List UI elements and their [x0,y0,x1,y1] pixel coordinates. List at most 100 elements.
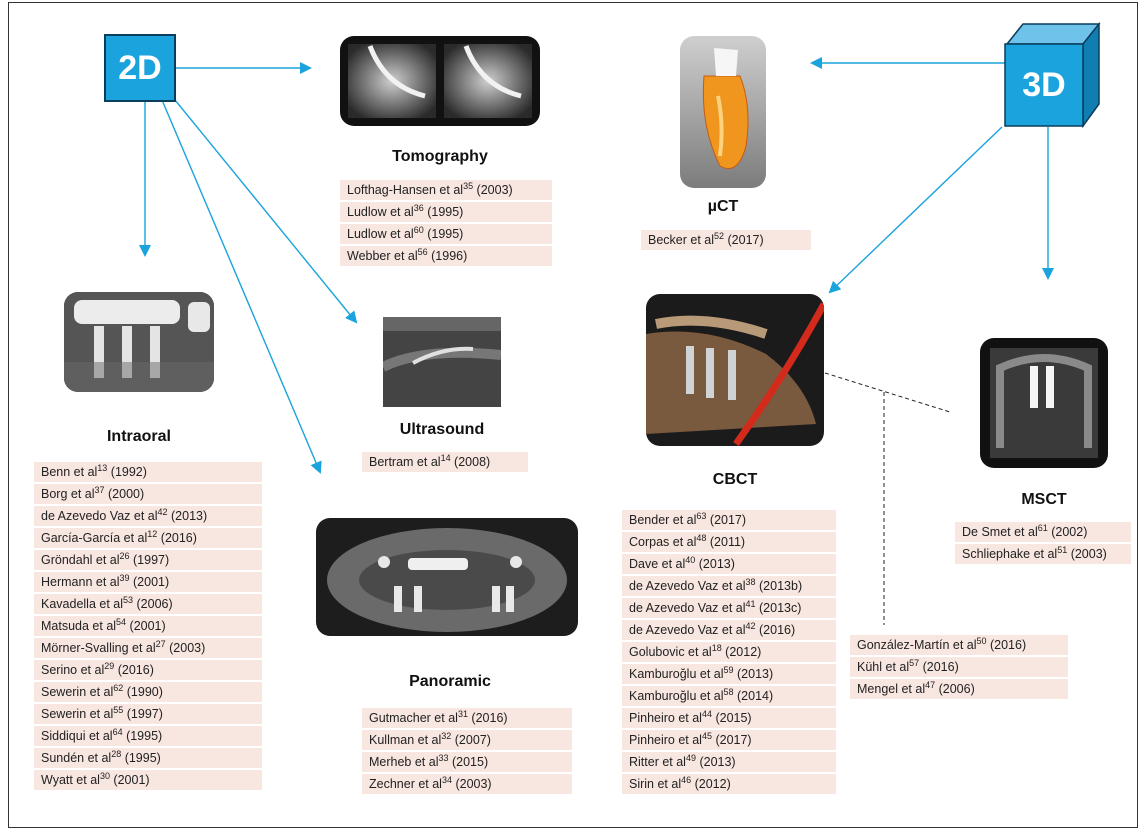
reference-item: Sundén et al28 (1995) [34,748,262,768]
reference-author: Serino et al [41,663,104,677]
reference-year: (2016) [157,531,197,545]
reference-year: (1995) [123,729,163,743]
ultrasound-refs: Bertram et al14 (2008) [362,452,528,474]
reference-number: 42 [746,621,756,631]
reference-item: Kamburoğlu et al58 (2014) [622,686,836,706]
cbct-refs: Bender et al63 (2017)Corpas et al48 (201… [622,510,836,796]
reference-number: 44 [702,709,712,719]
reference-number: 37 [95,485,105,495]
reference-item: Ludlow et al60 (1995) [340,224,552,244]
reference-item: de Azevedo Vaz et al42 (2016) [622,620,836,640]
reference-year: (2001) [126,619,166,633]
reference-number: 29 [104,661,114,671]
reference-year: (2016) [756,623,796,637]
reference-year: (2007) [451,733,491,747]
reference-author: Ludlow et al [347,205,414,219]
tomography-title: Tomography [340,148,540,166]
reference-year: (1995) [424,227,464,241]
reference-number: 14 [441,453,451,463]
reference-author: Sundén et al [41,751,111,765]
reference-year: (2016) [919,660,959,674]
reference-author: Sirin et al [629,777,681,791]
reference-year: (1996) [428,249,468,263]
reference-number: 36 [414,203,424,213]
reference-number: 27 [156,639,166,649]
reference-author: Dave et al [629,557,685,571]
reference-item: Mörner-Svalling et al27 (2003) [34,638,262,658]
reference-author: Schliephake et al [962,547,1057,561]
panoramic-image [316,518,578,636]
reference-author: Zechner et al [369,777,442,791]
microct-refs: Becker et al52 (2017) [641,230,811,252]
reference-author: Corpas et al [629,535,696,549]
reference-year: (2013b) [756,579,803,593]
reference-item: Bertram et al14 (2008) [362,452,528,472]
reference-author: de Azevedo Vaz et al [41,509,158,523]
reference-author: Kamburoğlu et al [629,689,724,703]
reference-item: Schliephake et al51 (2003) [955,544,1131,564]
reference-item: Ludlow et al36 (1995) [340,202,552,222]
arrow-3d-cbct [830,127,1002,292]
reference-item: de Azevedo Vaz et al41 (2013c) [622,598,836,618]
reference-item: Kühl et al57 (2016) [850,657,1068,677]
reference-author: Wyatt et al [41,773,100,787]
reference-author: García-García et al [41,531,147,545]
reference-year: (2013) [734,667,774,681]
ultrasound-title: Ultrasound [370,421,514,439]
reference-author: Borg et al [41,487,95,501]
reference-item: Pinheiro et al44 (2015) [622,708,836,728]
microct-title: µCT [680,198,766,216]
reference-number: 47 [925,680,935,690]
cbct-title: CBCT [646,471,824,489]
msct-image [980,338,1108,468]
reference-author: Webber et al [347,249,418,263]
reference-number: 45 [702,731,712,741]
reference-author: Hermann et al [41,575,120,589]
reference-number: 31 [458,709,468,719]
reference-item: Kamburoğlu et al59 (2013) [622,664,836,684]
reference-year: (1992) [107,465,147,479]
reference-year: (2016) [114,663,154,677]
reference-year: (2012) [691,777,731,791]
reference-item: Pinheiro et al45 (2017) [622,730,836,750]
reference-item: García-García et al12 (2016) [34,528,262,548]
reference-item: Golubovic et al18 (2012) [622,642,836,662]
reference-author: Ritter et al [629,755,686,769]
reference-item: Sirin et al46 (2012) [622,774,836,794]
msct-title: MSCT [980,491,1108,509]
reference-year: (2013) [168,509,208,523]
reference-author: Golubovic et al [629,645,712,659]
reference-year: (2017) [706,513,746,527]
reference-number: 54 [116,617,126,627]
reference-number: 42 [158,507,168,517]
reference-item: Webber et al56 (1996) [340,246,552,266]
reference-year: (1997) [130,553,170,567]
reference-author: Kavadella et al [41,597,123,611]
microct-image [680,36,766,188]
reference-number: 34 [442,775,452,785]
reference-number: 26 [120,551,130,561]
reference-year: (2002) [1048,525,1088,539]
reference-author: de Azevedo Vaz et al [629,623,746,637]
reference-number: 50 [977,636,987,646]
reference-item: Gutmacher et al31 (2016) [362,708,572,728]
dashed-cbct-msct [825,373,950,412]
reference-item: González-Martín et al50 (2016) [850,635,1068,655]
intraoral-image [64,292,214,392]
reference-year: (2015) [449,755,489,769]
reference-year: (1997) [123,707,163,721]
reference-number: 41 [746,599,756,609]
reference-number: 62 [113,683,123,693]
tomography-refs: Lofthag-Hansen et al35 (2003)Ludlow et a… [340,180,552,268]
reference-number: 56 [418,247,428,257]
reference-item: Becker et al52 (2017) [641,230,811,250]
reference-number: 64 [113,727,123,737]
reference-year: (2013) [696,755,736,769]
reference-year: (2011) [706,535,745,549]
reference-number: 39 [120,573,130,583]
reference-item: Zechner et al34 (2003) [362,774,572,794]
reference-number: 48 [696,533,706,543]
reference-item: Sewerin et al55 (1997) [34,704,262,724]
reference-item: Hermann et al39 (2001) [34,572,262,592]
reference-item: Merheb et al33 (2015) [362,752,572,772]
